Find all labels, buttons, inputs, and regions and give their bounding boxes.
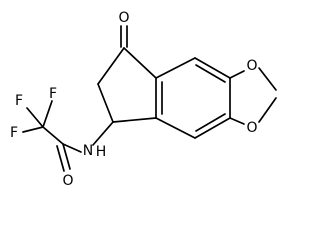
bond-o-top-to-ch2 [258,67,277,91]
atom-n-amide: N [83,143,93,159]
bond-carbonyl-c-to-cf3 [42,126,64,145]
bond-amide-co-line-2 [56,145,65,172]
bond-cf3-to-f-lower-left [22,126,44,133]
atom-h-amide: H [96,144,107,160]
ketone-double-bond [120,25,128,48]
bond-ch2-to-o-bottom [258,97,277,123]
benzene-ring-bonds [155,57,231,139]
bond-benz-3-inner [195,64,226,83]
bond-benz-5 [194,117,231,139]
atom-o-dioxole-bottom: O [246,120,257,136]
bond-benz-6 [155,117,196,139]
atom-labels: O O O N H O F F F [10,10,258,189]
cyclopentanone-ring-bonds [97,47,157,123]
bond-benz-3 [194,57,231,79]
bond-cf3-to-f-upper-left [26,107,44,128]
atom-f-top: F [49,86,57,102]
bond-benz-5-inner [195,113,226,132]
bond-carbonyl-c-to-ch2 [97,47,125,85]
bond-carbonyl-c-to-ring-fusion [123,47,157,79]
bond-amide-co-line-1 [62,143,71,170]
bond-n-to-carbonyl-c [62,143,82,153]
atom-f-lower-left: F [10,125,18,141]
bond-ch-to-n [92,121,114,146]
bond-o-bottom-to-ar [229,117,245,125]
bond-benz-2 [155,57,196,79]
structure-diagram: O O O N H O F F F [10,10,277,189]
atom-f-upper-left: F [15,93,23,109]
atom-o-amide: O [62,173,73,189]
bond-ar-to-o-top [229,70,245,79]
dioxole-ring-bonds [229,67,277,125]
bond-cf3-to-f-top [42,100,53,128]
atom-o-ketone: O [118,10,129,26]
bond-ch2-to-ch [97,83,114,123]
trifluoroacetamide-bonds [22,100,114,172]
bond-ch-to-ring-fusion [112,117,157,123]
atom-o-dioxole-top: O [246,58,257,74]
